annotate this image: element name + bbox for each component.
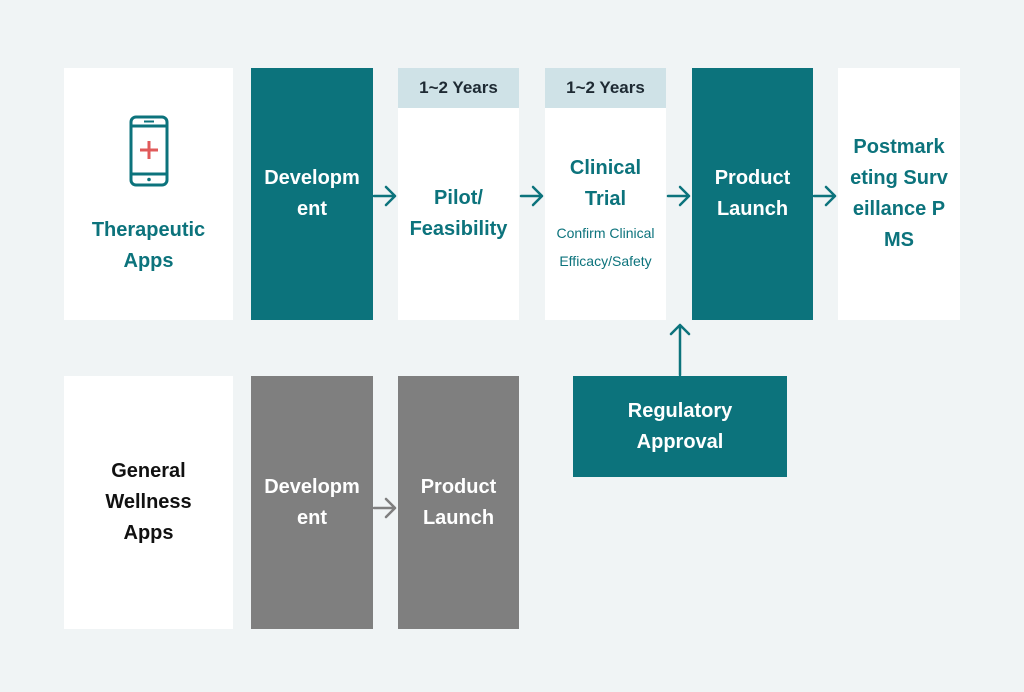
product-launch-label: Product Launch xyxy=(714,167,791,220)
product-launch-box-wellness: Product Launch xyxy=(398,376,519,629)
arrow-right-icon xyxy=(813,185,837,207)
regulatory-approval-box: Regulatory Approval xyxy=(573,376,787,477)
development-label-wellness: Development xyxy=(264,475,360,529)
development-box-therapeutic: Development xyxy=(251,68,373,320)
clinical-duration-band: 1~2 Years xyxy=(545,68,666,108)
development-box-wellness: Development xyxy=(251,376,373,629)
product-launch-label-wellness: Product Launch xyxy=(420,475,497,529)
clinical-trial-box: Clinical Trial Confirm Clinical Efficacy… xyxy=(545,108,666,320)
pilot-feasibility-box: Pilot/ Feasibility xyxy=(398,108,519,320)
pms-label: Postmarketing Surveillance PMS xyxy=(850,136,948,251)
general-wellness-apps-box: General Wellness Apps xyxy=(64,376,233,629)
pilot-duration-band: 1~2 Years xyxy=(398,68,519,108)
clinical-trial-title: Clinical Trial xyxy=(569,157,642,210)
arrow-up-icon xyxy=(669,323,691,376)
arrow-right-icon xyxy=(373,185,397,207)
therapeutic-apps-box: Therapeutic Apps xyxy=(64,68,233,320)
clinical-subtitle-line2: Efficacy/Safety xyxy=(559,253,652,269)
product-launch-box-therapeutic: Product Launch xyxy=(692,68,813,320)
smartphone-medical-icon xyxy=(129,115,168,187)
pilot-feasibility-label: Pilot/ Feasibility xyxy=(409,187,508,240)
clinical-subtitle-line1: Confirm Clinical xyxy=(556,225,655,241)
pms-box: Postmarketing Surveillance PMS xyxy=(838,68,960,320)
arrow-right-icon xyxy=(519,185,544,207)
general-wellness-apps-label: General Wellness Apps xyxy=(105,460,192,544)
development-label: Development xyxy=(264,167,360,220)
therapeutic-apps-label: Therapeutic Apps xyxy=(91,219,206,272)
arrow-right-icon xyxy=(373,497,397,519)
arrow-right-icon xyxy=(666,185,691,207)
regulatory-approval-label: Regulatory Approval xyxy=(627,399,733,453)
